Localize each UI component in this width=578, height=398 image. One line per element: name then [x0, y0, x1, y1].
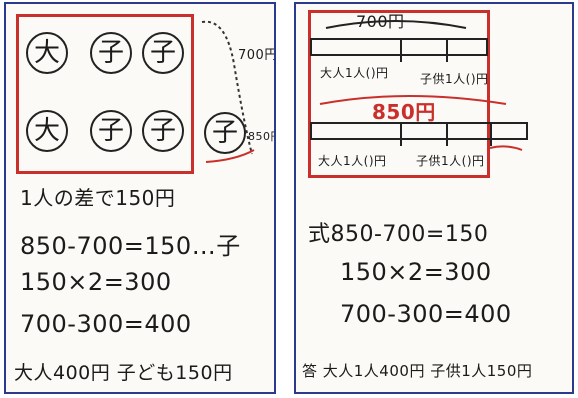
answer-line: 答 大人1人400円 子供1人150円 [302, 362, 533, 380]
formula-line-1: 式850-700=150 [308, 222, 489, 247]
mid-total-label: 850円 [372, 100, 436, 124]
answer-line: 大人400円 子ども150円 [14, 362, 233, 384]
side-price-label: 700円 [238, 48, 276, 63]
calc-line-4: 700-300=400 [20, 310, 192, 338]
calc-line-2: 850-700=150…子 [20, 232, 241, 260]
side-price-bottom-label: 850円 [248, 130, 274, 143]
bottom-tape-divider [446, 122, 448, 146]
calc-line-1: 1人の差で150円 [20, 186, 176, 210]
bottom-child-label: 子供1人()円 [416, 154, 485, 168]
calc-line-3: 150×2=300 [20, 268, 172, 296]
right-whiteboard: 700円 大人1人()円 子供1人()円 850円 大人1人()円 子供1人()… [294, 2, 574, 394]
left-brace-drawing [201, 20, 255, 163]
circle-group-box [16, 14, 194, 174]
formula-line-2: 150×2=300 [340, 258, 492, 286]
bottom-adult-label: 大人1人()円 [318, 154, 387, 168]
adult-circle: 大 [26, 32, 68, 74]
adult-circle: 大 [26, 110, 68, 152]
top-adult-label: 大人1人()円 [320, 66, 389, 80]
left-whiteboard: 大 子 子 大 子 子 子 700円 850円 1人の差で150円 850-70… [4, 2, 276, 394]
bottom-tape-divider [490, 122, 492, 146]
top-tape-divider [446, 38, 448, 62]
top-tape-bar [310, 38, 488, 56]
child-circle: 子 [90, 110, 132, 152]
extra-child-circle: 子 [204, 112, 246, 154]
top-tape-divider [400, 38, 402, 62]
top-child-label: 子供1人()円 [420, 72, 489, 86]
bottom-tape-divider [400, 122, 402, 146]
child-circle: 子 [142, 110, 184, 152]
tape-diagram-lines [319, 20, 523, 151]
bottom-tape-bar [310, 122, 528, 140]
child-circle: 子 [142, 32, 184, 74]
child-circle: 子 [90, 32, 132, 74]
tape-diagram-box [308, 10, 490, 178]
formula-line-3: 700-300=400 [340, 300, 512, 328]
